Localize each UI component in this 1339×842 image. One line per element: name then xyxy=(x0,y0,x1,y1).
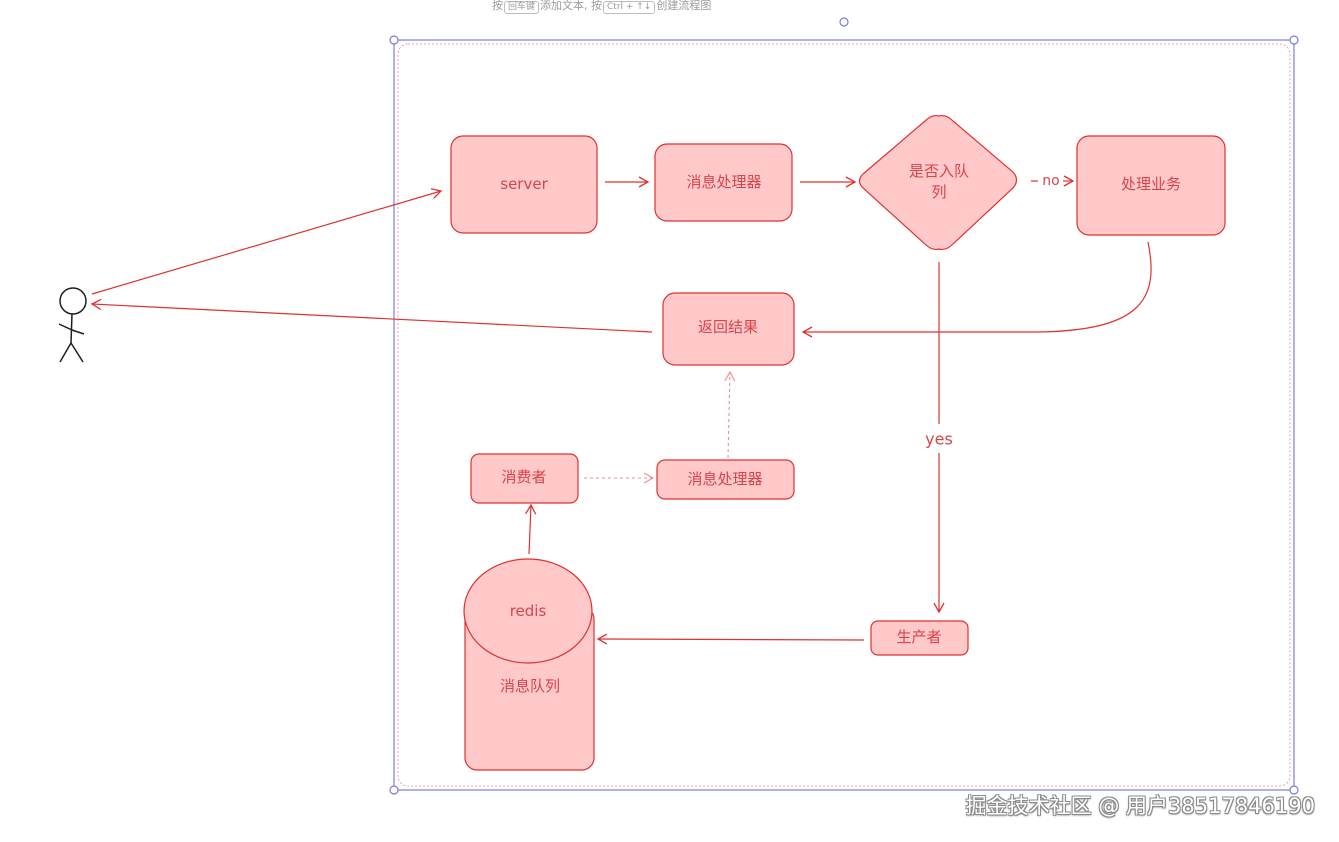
node-decision-enqueue[interactable]: 是否入队 列 xyxy=(858,114,1018,251)
redis-ellipse xyxy=(463,558,593,664)
node-redis-label: redis xyxy=(510,602,547,620)
node-producer-label: 生产者 xyxy=(896,628,941,646)
hint-prefix: 按 xyxy=(492,0,503,12)
edge-processor-to-result[interactable] xyxy=(724,370,736,459)
node-decision-label-line2: 列 xyxy=(931,183,946,201)
resize-handle-top-left[interactable] xyxy=(389,35,399,45)
edge-producer-to-queue[interactable] xyxy=(596,633,865,645)
hint-middle: 添加文本, 按 xyxy=(540,0,603,12)
node-consumer-label: 消费者 xyxy=(501,468,546,486)
edge-label-yes: yes xyxy=(925,430,953,449)
edge-business-to-result[interactable] xyxy=(801,241,1152,338)
node-server[interactable]: server xyxy=(450,135,598,234)
watermark: 掘金技术社区 @ 用户38517846190 xyxy=(965,794,1315,818)
node-return-result[interactable]: 返回结果 xyxy=(662,292,795,366)
ctrl-key-badge: Ctrl + ↑↓ xyxy=(603,1,656,14)
enter-key-badge: 回车键 xyxy=(504,1,540,14)
node-queue-label: 消息队列 xyxy=(500,677,560,695)
node-producer[interactable]: 生产者 xyxy=(870,620,969,656)
node-consumer[interactable]: 消费者 xyxy=(470,453,579,504)
edge-queue-to-consumer[interactable] xyxy=(525,503,537,555)
resize-handle-top-right[interactable] xyxy=(1289,35,1299,45)
selection-frame[interactable] xyxy=(389,17,1299,795)
node-message-processor-bottom[interactable]: 消息处理器 xyxy=(656,459,795,500)
node-return-result-label: 返回结果 xyxy=(698,318,758,336)
node-redis-queue[interactable]: redis 消息队列 xyxy=(463,558,595,771)
rotate-handle[interactable] xyxy=(839,17,849,27)
group-outline xyxy=(397,43,1291,787)
edges xyxy=(90,175,1152,645)
selection-border xyxy=(393,39,1295,791)
resize-handle-bottom-left[interactable] xyxy=(389,785,399,795)
user-actor-icon[interactable] xyxy=(58,287,87,363)
node-decision-label-line1: 是否入队 xyxy=(909,162,969,180)
node-message-processor-top[interactable]: 消息处理器 xyxy=(654,143,793,222)
hint-suffix: 创建流程图 xyxy=(656,0,712,12)
node-handle-business[interactable]: 处理业务 xyxy=(1076,135,1226,236)
edge-result-to-actor[interactable] xyxy=(90,298,653,333)
node-server-label: server xyxy=(500,175,548,193)
node-handle-business-label: 处理业务 xyxy=(1121,175,1181,193)
node-message-processor-bottom-label: 消息处理器 xyxy=(687,470,762,488)
resize-handle-bottom-right[interactable] xyxy=(1289,785,1299,795)
edge-label-no: no xyxy=(1042,173,1059,189)
node-message-processor-top-label: 消息处理器 xyxy=(686,173,761,191)
edge-actor-to-server[interactable] xyxy=(91,188,443,295)
